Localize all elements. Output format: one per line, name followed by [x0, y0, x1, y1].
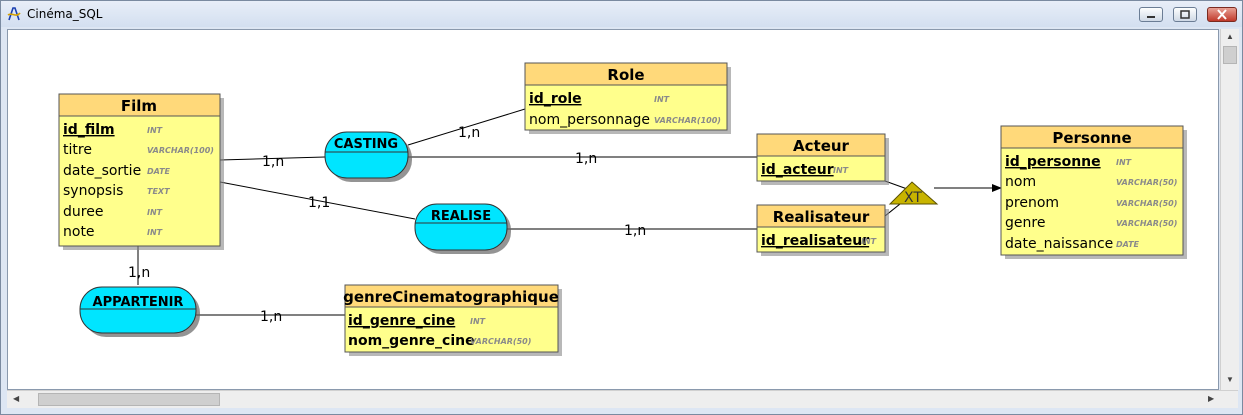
attribute-type: VARCHAR(50) [1116, 199, 1177, 208]
entity-role[interactable]: Role id_role INT nom_personnage VARCHAR(… [524, 62, 731, 134]
entity-title: genreCinematographique [343, 288, 559, 306]
entity-title: Acteur [793, 137, 850, 155]
attribute-type: VARCHAR(100) [147, 146, 214, 155]
scroll-down-icon[interactable]: ▼ [1226, 375, 1234, 384]
cardinality-realise-realisateur: 1,n [624, 223, 646, 239]
scroll-up-icon[interactable]: ▲ [1226, 32, 1234, 41]
app-icon [7, 7, 21, 21]
attribute-type: INT [654, 95, 670, 104]
attribute-type: INT [861, 237, 877, 246]
entity-title: Film [121, 97, 157, 115]
minimize-icon [1147, 16, 1155, 18]
attribute-type: INT [833, 166, 849, 175]
attribute-name: id_role [529, 91, 582, 107]
association-label: REALISE [431, 209, 491, 224]
attribute-name: nom [1005, 174, 1036, 190]
close-icon [1217, 9, 1227, 20]
cardinality-casting-role: 1,n [458, 125, 480, 141]
attribute-type: VARCHAR(50) [1116, 178, 1177, 187]
attribute-name: id_personne [1005, 154, 1101, 170]
scroll-left-icon[interactable]: ◀ [13, 394, 20, 403]
attribute-type: DATE [147, 167, 171, 176]
attribute-type: TEXT [147, 187, 170, 196]
restore-button[interactable] [1173, 7, 1197, 22]
attribute-name: id_acteur [761, 162, 834, 178]
horizontal-scroll-thumb[interactable] [38, 393, 220, 406]
attribute-name: id_realisateur [761, 233, 869, 249]
attribute-name: prenom [1005, 195, 1059, 211]
cardinality-film-appartenir: 1,n [128, 265, 150, 281]
association-label: APPARTENIR [93, 295, 184, 310]
attribute-name: nom_genre_cine [348, 333, 475, 349]
cardinality-film-casting: 1,n [262, 154, 284, 170]
association-label: CASTING [334, 137, 398, 152]
entity-acteur[interactable]: Acteur id_acteur INT [756, 133, 889, 185]
minimize-button[interactable] [1139, 7, 1163, 22]
link-casting-role [407, 108, 526, 146]
inheritance-xt[interactable]: XT [888, 181, 939, 206]
attribute-name: date_sortie [63, 163, 141, 179]
close-button[interactable] [1207, 7, 1237, 22]
horizontal-scrollbar[interactable]: ◀ ▶ [7, 390, 1238, 408]
attribute-type: DATE [1116, 240, 1140, 249]
window-title: Cinéma_SQL [27, 7, 103, 21]
entity-genre-cinematographique[interactable]: genreCinematographique id_genre_cine INT… [343, 284, 562, 356]
association-casting[interactable]: CASTING [324, 131, 412, 182]
attribute-type: INT [1116, 158, 1132, 167]
attribute-type: VARCHAR(50) [470, 337, 531, 346]
entity-realisateur[interactable]: Realisateur id_realisateur INT [756, 204, 889, 256]
cardinality-film-realise: 1,1 [308, 195, 330, 211]
entity-title: Role [607, 66, 644, 84]
link-film-casting [219, 156, 326, 161]
attribute-type: INT [147, 228, 163, 237]
entity-title: Realisateur [773, 208, 870, 226]
attribute-type: VARCHAR(100) [654, 116, 721, 125]
attribute-type: VARCHAR(50) [1116, 219, 1177, 228]
attribute-name: titre [63, 142, 92, 158]
attribute-name: synopsis [63, 183, 123, 199]
restore-icon [1180, 10, 1190, 19]
entity-title: Personne [1052, 129, 1131, 147]
attribute-type: INT [470, 317, 486, 326]
association-realise[interactable]: REALISE [414, 203, 511, 254]
inheritance-label: XT [904, 190, 922, 206]
entity-personne[interactable]: Personne id_personne INT nom VARCHAR(50)… [1000, 125, 1187, 259]
entity-film[interactable]: Film id_film INT titre VARCHAR(100) date… [58, 93, 224, 250]
attribute-name: note [63, 224, 95, 240]
vertical-scrollbar[interactable]: ▲ ▼ [1220, 29, 1239, 390]
association-appartenir[interactable]: APPARTENIR [79, 286, 200, 337]
attribute-name: id_film [63, 122, 115, 138]
attribute-name: genre [1005, 215, 1045, 231]
diagram-canvas[interactable]: 1,n 1,n 1,n 1,1 1,n 1,n 1,n XT Film id_f… [7, 29, 1219, 390]
cardinality-appartenir-genre: 1,n [260, 309, 282, 325]
attribute-name: id_genre_cine [348, 313, 455, 329]
mcd-diagram: 1,n 1,n 1,n 1,1 1,n 1,n 1,n XT Film id_f… [58, 62, 1187, 356]
cardinality-casting-acteur: 1,n [575, 151, 597, 167]
attribute-name: duree [63, 204, 103, 220]
title-bar: Cinéma_SQL [1, 1, 1242, 27]
scroll-right-icon[interactable]: ▶ [1208, 394, 1215, 403]
attribute-type: INT [147, 208, 163, 217]
attribute-name: nom_personnage [529, 112, 650, 128]
attribute-type: INT [147, 126, 163, 135]
vertical-scroll-thumb[interactable] [1223, 46, 1237, 64]
attribute-name: date_naissance [1005, 236, 1113, 252]
link-film-realise [219, 181, 416, 220]
